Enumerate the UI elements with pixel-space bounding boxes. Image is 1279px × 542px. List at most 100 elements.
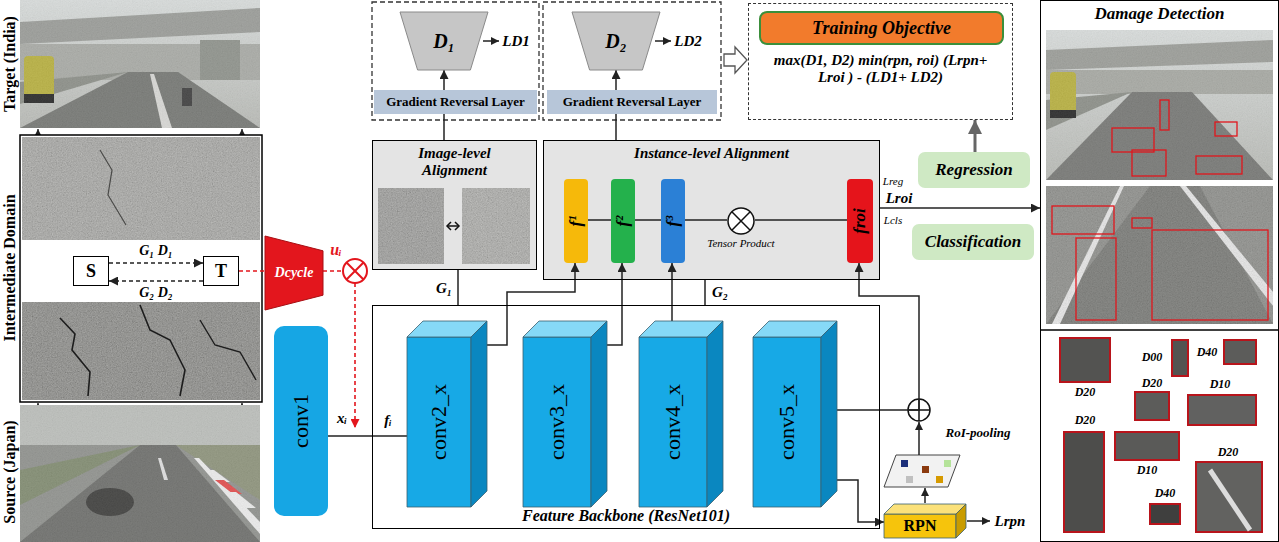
class-label: D20 — [1075, 385, 1096, 400]
cycle-weight — [343, 259, 367, 283]
intermediate-texture — [60, 318, 90, 396]
target-photo — [20, 0, 260, 128]
detection-photo — [1052, 206, 1114, 234]
domain-box: T — [203, 256, 239, 286]
connector — [615, 70, 617, 90]
intermediate-texture — [140, 305, 185, 396]
discriminator-trapezoid — [265, 236, 323, 310]
text-holder: froi — [847, 179, 873, 263]
connector — [443, 114, 445, 140]
connector-layer — [109, 70, 1040, 522]
rpn-block — [956, 504, 966, 538]
feature-box: f¹ — [564, 179, 588, 263]
intermediate-texture — [22, 137, 260, 240]
discriminator-trapezoid: Dcycle — [265, 236, 323, 310]
tensor-product-circle — [727, 207, 755, 235]
loss-label: Lcls — [884, 214, 902, 226]
damage-crop — [1060, 338, 1110, 382]
operation-label: RoI-pooling — [945, 425, 1010, 441]
roi-pooling — [936, 476, 943, 483]
connector — [671, 263, 673, 321]
connector — [615, 114, 617, 140]
node-text: conv5_x — [774, 384, 800, 460]
discriminator-trapezoid — [572, 12, 660, 70]
roi-pooling — [922, 466, 929, 473]
rpn-block: RPN — [884, 504, 966, 538]
connector — [328, 435, 407, 437]
node-text: f¹ — [566, 216, 586, 227]
edge-label: G₂ — [710, 284, 730, 301]
node-text: f³ — [663, 216, 683, 227]
intermediate-texture — [22, 137, 260, 240]
loss-label: LD1 — [502, 33, 530, 50]
alignment-fill — [372, 140, 880, 280]
connector — [607, 263, 622, 345]
roi-pooling — [944, 460, 951, 467]
text-holder: conv2_x — [407, 337, 471, 507]
text-holder: Regression — [918, 152, 1030, 188]
text-holder: Instance-level Alignment — [544, 141, 879, 279]
node-text: Regression — [935, 160, 1012, 180]
class-label: D20 — [1218, 445, 1239, 460]
discriminator-frame — [724, 47, 747, 73]
edge-label: G₂ D₂ — [137, 285, 174, 301]
text-holder: Tensor Product — [677, 237, 805, 249]
text-holder: Gradient Reversal Layer — [547, 90, 717, 114]
discriminator-trapezoid: D₂ — [572, 12, 660, 70]
feature-box: f³ — [661, 179, 685, 263]
node-text: Gradient Reversal Layer — [386, 94, 525, 110]
detection-photo — [1132, 218, 1152, 228]
class-label: D40 — [1197, 345, 1218, 360]
damage-crop — [1115, 432, 1179, 460]
tensor-product-circle: Tensor Product — [727, 207, 755, 235]
damage-crop — [1172, 340, 1188, 376]
alignment-fill — [447, 225, 459, 227]
text-holder: RPN — [884, 514, 956, 538]
node-text: Instance-level Alignment — [634, 145, 789, 162]
objective-title: Training Objective — [759, 11, 1004, 45]
roi-pooling — [906, 476, 913, 483]
connector — [974, 120, 977, 152]
node-text: Image-level Alignment — [395, 145, 515, 179]
connector — [457, 270, 459, 305]
node-text: conv1 — [288, 394, 314, 448]
damage-crop — [1135, 392, 1169, 420]
damage-crop — [1188, 395, 1256, 425]
target-photo — [20, 0, 260, 128]
text-holder: D₁ — [400, 12, 488, 70]
connector — [588, 219, 611, 221]
alignment-fill — [543, 140, 880, 280]
intermediate-texture — [20, 135, 262, 402]
alignment-panel: Image-level Alignment — [372, 140, 537, 270]
text-holder: Image-level Alignment — [373, 141, 536, 269]
damage-crop — [1060, 338, 1262, 532]
intermediate-texture — [100, 150, 126, 225]
alignment-fill — [447, 222, 451, 230]
connector — [443, 70, 445, 90]
discriminator-frame — [655, 40, 671, 42]
domain-label: Intermediate Domain — [1, 194, 19, 341]
cycle-weight — [323, 270, 343, 272]
conv-block — [707, 321, 723, 507]
damage-crop — [1064, 432, 1104, 532]
conv-block — [407, 337, 471, 507]
target-photo — [20, 0, 260, 128]
discriminator-trapezoid: D₁ — [400, 12, 488, 70]
detection-photo — [1046, 186, 1273, 324]
connector — [109, 262, 203, 264]
roi-pooling — [967, 520, 990, 522]
text-holder: Classification — [912, 224, 1034, 260]
text-holder: f³ — [661, 179, 685, 263]
feature-box: f² — [611, 179, 635, 263]
detection-photo — [1040, 329, 1279, 331]
node-text: conv3_x — [544, 384, 570, 460]
node-text: Training Objective — [812, 18, 951, 39]
node-text: f² — [613, 216, 633, 227]
alignment-fill — [455, 222, 459, 230]
tensor-product-circle — [728, 208, 754, 234]
node-text: conv2_x — [426, 384, 452, 460]
connector — [880, 207, 1040, 209]
math-symbol: xᵢ — [337, 410, 347, 427]
connector — [704, 280, 706, 305]
conv-block: conv4_x — [639, 321, 723, 507]
